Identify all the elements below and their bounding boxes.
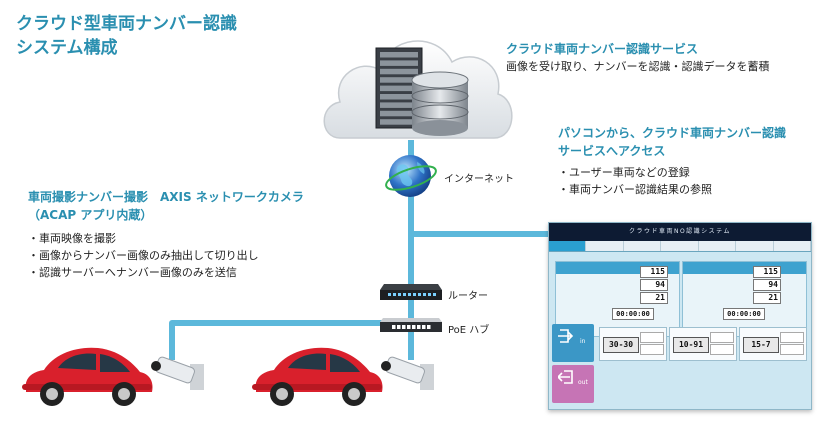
diagram-title: クラウド型車両ナンバー認識 システム構成 <box>16 12 237 60</box>
line-hub-to-camera-left <box>169 320 384 360</box>
car-icon <box>22 347 153 406</box>
pc-access-item: ユーザー車両などの登録 <box>558 164 786 181</box>
database-icon <box>411 71 469 136</box>
exit-label: out <box>578 379 588 386</box>
pc-access-heading-1: パソコンから、クラウド車両ナンバー認識 <box>558 126 787 140</box>
plate-number: 30-30 <box>603 337 639 353</box>
app-screenshot: クラウド車両NO認識システム 115 94 21 00:00:00 115 94… <box>548 222 812 410</box>
camera-item: 認識サーバーへナンバー画像のみを送信 <box>28 264 304 281</box>
time-field: 00:00:00 <box>612 308 654 320</box>
internet-label: インターネット <box>444 174 514 185</box>
count-panel-right: 115 94 21 00:00:00 <box>682 261 807 337</box>
plate-number: 10-91 <box>673 337 709 353</box>
camera-heading-2: （ACAP アプリ内蔵） <box>28 208 153 222</box>
tab[interactable] <box>774 241 811 251</box>
app-header: クラウド車両NO認識システム <box>549 223 811 241</box>
camera-heading-1: 車両撮影ナンバー撮影 AXIS ネットワークカメラ <box>28 190 304 204</box>
car-icon <box>252 347 383 406</box>
plate-card[interactable]: 10-91 <box>669 327 737 361</box>
pc-access-text: パソコンから、クラウド車両ナンバー認識 サービスへアクセス ユーザー車両などの登… <box>558 124 786 198</box>
camera-item: 画像からナンバー画像のみ抽出して切り出し <box>28 247 304 264</box>
camera-item: 車両映像を撮影 <box>28 230 304 247</box>
cloud-icon <box>323 40 513 139</box>
axis-camera-icon <box>151 356 204 390</box>
login-arrow-icon <box>558 329 574 343</box>
time-field: 00:00:00 <box>723 308 765 320</box>
exit-button[interactable]: out <box>552 365 594 403</box>
count-field: 94 <box>640 279 668 291</box>
pc-access-heading-2: サービスへアクセス <box>558 144 666 158</box>
tab[interactable] <box>661 241 699 251</box>
app-tab-bar <box>549 241 811 252</box>
plate-card[interactable]: 30-30 <box>599 327 667 361</box>
cloud-service-heading: クラウド車両ナンバー認識サービス <box>506 42 699 56</box>
title-line-2: システム構成 <box>16 38 118 58</box>
tab[interactable] <box>624 241 662 251</box>
tab[interactable] <box>699 241 737 251</box>
router-label: ルーター <box>448 291 488 302</box>
cloud-service-text: クラウド車両ナンバー認識サービス 画像を受け取り、ナンバーを認識・認識データを蓄… <box>506 40 770 75</box>
poe-hub-icon <box>380 318 442 332</box>
count-field: 94 <box>753 279 781 291</box>
entry-button[interactable]: in <box>552 324 594 362</box>
count-field: 115 <box>640 266 668 278</box>
router-icon <box>380 284 442 300</box>
tab[interactable] <box>586 241 624 251</box>
plate-number: 15-7 <box>743 337 779 353</box>
title-line-1: クラウド型車両ナンバー認識 <box>16 14 237 34</box>
pc-access-item: 車両ナンバー認識結果の参照 <box>558 181 786 198</box>
poe-hub-label: PoE ハブ <box>448 325 490 336</box>
entry-label: in <box>580 338 586 345</box>
pc-access-list: ユーザー車両などの登録 車両ナンバー認識結果の参照 <box>558 164 786 198</box>
plate-card[interactable]: 15-7 <box>739 327 807 361</box>
tab[interactable] <box>549 241 587 251</box>
camera-list: 車両映像を撮影 画像からナンバー画像のみ抽出して切り出し 認識サーバーへナンバー… <box>28 230 304 281</box>
logout-arrow-icon <box>558 370 573 384</box>
count-field: 115 <box>753 266 781 278</box>
cloud-service-desc: 画像を受け取り、ナンバーを認識・認識データを蓄積 <box>506 60 770 73</box>
count-field: 21 <box>640 292 668 304</box>
camera-text: 車両撮影ナンバー撮影 AXIS ネットワークカメラ （ACAP アプリ内蔵） 車… <box>28 188 304 281</box>
axis-camera-icon <box>381 356 434 390</box>
globe-icon <box>385 155 437 197</box>
count-field: 21 <box>753 292 781 304</box>
tab[interactable] <box>736 241 774 251</box>
